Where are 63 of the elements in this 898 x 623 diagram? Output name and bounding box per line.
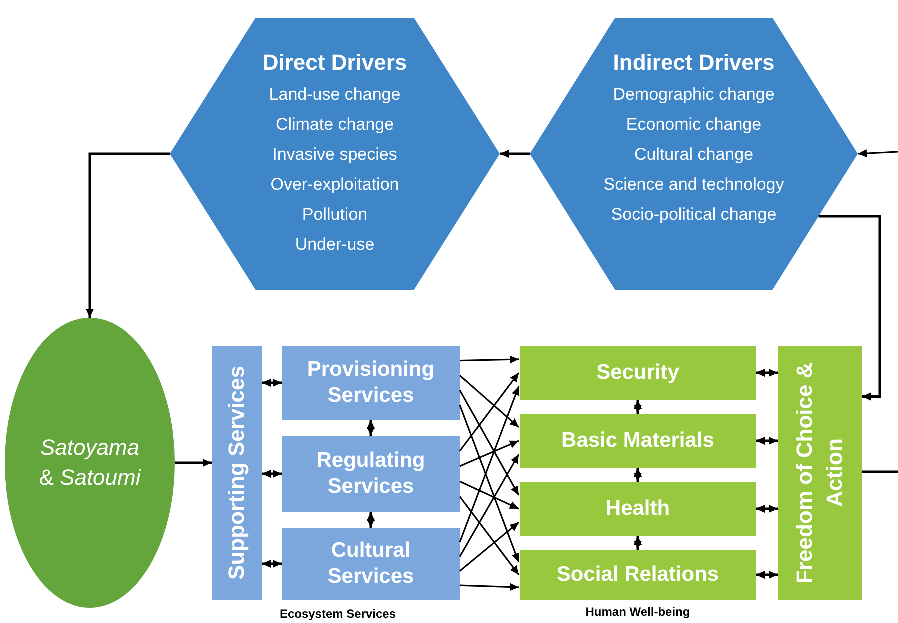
vertical-box: [778, 346, 862, 600]
node-label: Health: [606, 497, 670, 520]
service-box: [520, 346, 756, 400]
section-caption: Ecosystem Services: [280, 607, 396, 621]
arrow: [460, 522, 520, 572]
arrow: [459, 375, 520, 428]
arrow: [459, 454, 520, 558]
node-label: Climate change: [276, 115, 394, 134]
arrow: [367, 512, 375, 528]
service-box: [520, 550, 756, 600]
node-label: Economic change: [626, 115, 762, 134]
node-label: Land-use change: [269, 85, 401, 104]
node-label: Social Relations: [556, 563, 720, 586]
arrow: [460, 480, 520, 510]
arrow: [756, 369, 778, 377]
heading: Direct Drivers: [262, 50, 408, 75]
node-label: Basic Materials: [562, 429, 714, 452]
heading: Indirect Drivers: [613, 50, 775, 75]
arrow: [500, 150, 530, 158]
arrow: [634, 468, 642, 482]
arrow: [756, 505, 778, 513]
node-label: Science and technology: [604, 175, 784, 194]
arrow: [459, 390, 520, 496]
service-box: [282, 436, 460, 512]
service-box: [520, 482, 756, 536]
arrow: [175, 459, 212, 467]
section-caption: Human Well-being: [586, 605, 690, 619]
arrow: [460, 440, 520, 468]
node-label: Demographic change: [613, 85, 775, 104]
node-label: Over-exploitation: [270, 175, 400, 194]
node-label: Cultural change: [634, 145, 754, 164]
arrow: [459, 404, 520, 563]
node-label: Security: [596, 361, 680, 384]
node-label: Provisioning Services: [307, 358, 435, 407]
node-label: Invasive species: [272, 145, 398, 164]
node-label: Freedom of Choice & Action: [792, 362, 847, 584]
arrow: [86, 152, 170, 318]
arrow: [634, 400, 642, 414]
service-box: [282, 346, 460, 420]
vertical-box: [212, 346, 262, 600]
arrow: [756, 571, 778, 579]
arrow: [262, 379, 282, 387]
arrow: [858, 150, 898, 158]
arrow: [459, 386, 520, 543]
arrow: [634, 536, 642, 550]
node-label: Socio-political change: [611, 205, 777, 224]
arrow: [459, 372, 520, 452]
node-label: Supporting Services: [224, 366, 249, 580]
node-label: Satoyama & Satoumi: [39, 435, 141, 490]
node-label: Under-use: [295, 235, 375, 254]
arrow: [367, 420, 375, 436]
arrow: [262, 560, 282, 568]
arrow: [459, 496, 520, 576]
service-box: [282, 528, 460, 600]
arrow: [460, 583, 520, 592]
arrow: [756, 437, 778, 445]
node-label: Regulating Services: [316, 449, 426, 498]
node-label: Pollution: [302, 205, 368, 224]
node-label: Cultural Services: [328, 539, 414, 588]
arrow: [262, 470, 282, 478]
arrow: [818, 215, 882, 401]
arrow: [460, 356, 520, 364]
service-box: [520, 414, 756, 468]
